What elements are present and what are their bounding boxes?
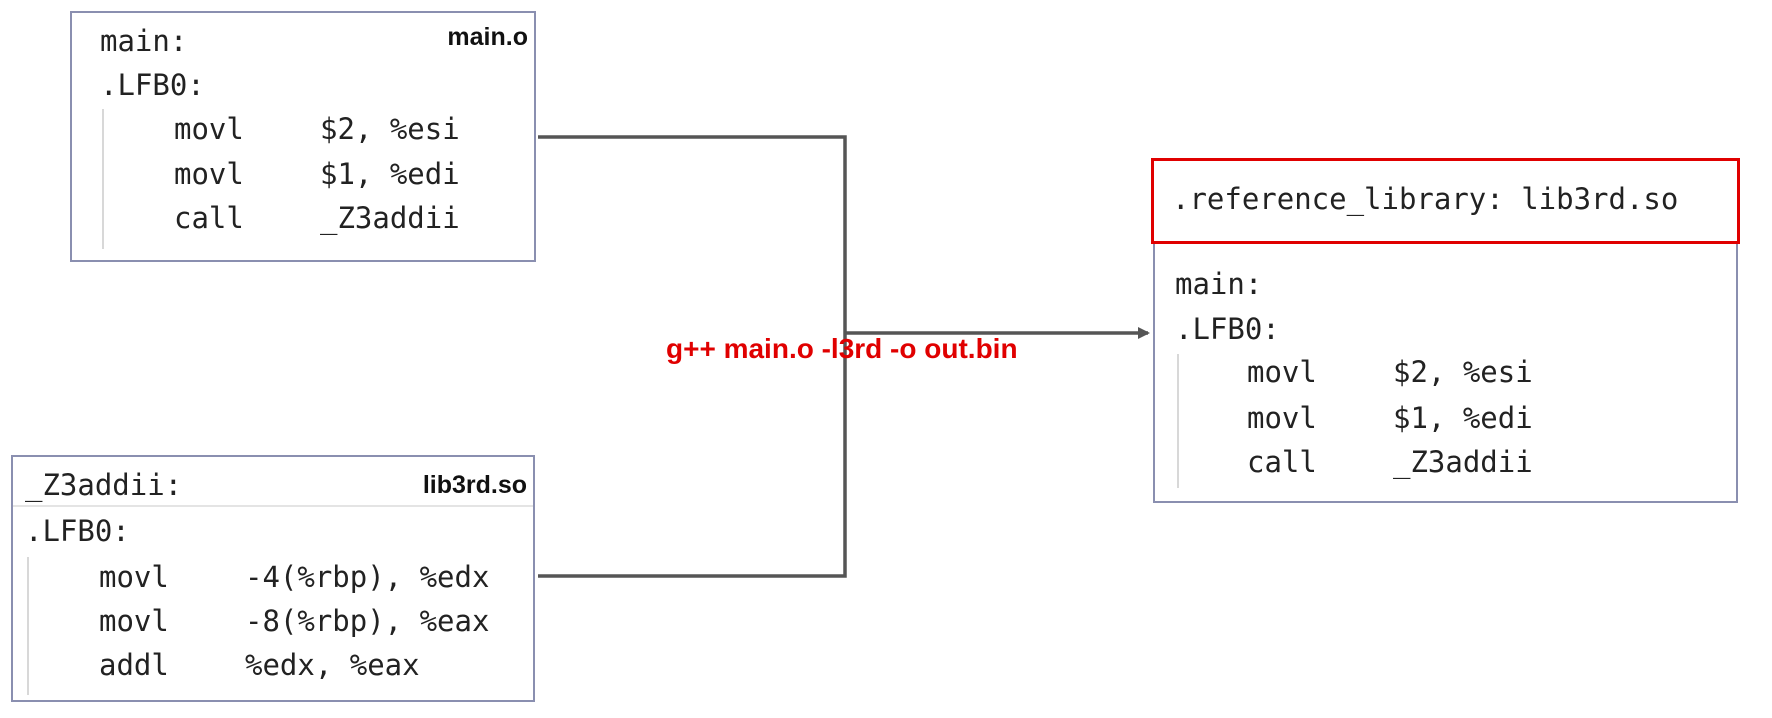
- lib3rd-op-1: movl: [99, 604, 169, 638]
- lib3rd-indent-bar: [27, 557, 29, 695]
- lib3rd-op-0: movl: [99, 560, 169, 594]
- lib3rd-args-1: -8(%rbp), %eax: [245, 604, 490, 638]
- main-o-file-label: main.o: [447, 23, 528, 51]
- output-args-2: _Z3addii: [1393, 445, 1533, 479]
- output-op-1: movl: [1247, 401, 1317, 435]
- output-indent-bar: [1177, 354, 1179, 488]
- main-o-args-1: $1, %edi: [320, 157, 460, 191]
- output-label-lfb0: .LFB0:: [1175, 312, 1280, 346]
- lib3rd-header-divider: [13, 505, 533, 507]
- lib3rd-label-lfb0: .LFB0:: [25, 514, 130, 548]
- main-o-box: main.o main: .LFB0: movl $2, %esi movl $…: [70, 11, 536, 262]
- link-command-label: g++ main.o -l3rd -o out.bin: [666, 333, 1018, 364]
- lib3rd-args-2: %edx, %eax: [245, 648, 420, 682]
- main-o-args-2: _Z3addii: [320, 201, 460, 235]
- output-op-2: call: [1247, 445, 1317, 479]
- lib3rd-label-z3addii: _Z3addii:: [25, 468, 183, 502]
- output-label-main: main:: [1175, 267, 1263, 301]
- output-code-box: main: .LFB0: movl $2, %esi movl $1, %edi…: [1153, 244, 1738, 503]
- main-o-label-lfb0: .LFB0:: [100, 68, 205, 102]
- main-o-op-1: movl: [174, 157, 244, 191]
- main-o-label-main: main:: [100, 24, 188, 58]
- lib3rd-box: lib3rd.so _Z3addii: .LFB0: movl -4(%rbp)…: [11, 455, 535, 702]
- main-o-indent-bar: [102, 109, 104, 249]
- output-op-0: movl: [1247, 355, 1317, 389]
- output-reference-box: .reference_library: lib3rd.so: [1151, 158, 1740, 244]
- lib3rd-args-0: -4(%rbp), %edx: [245, 560, 490, 594]
- main-o-args-0: $2, %esi: [320, 112, 460, 146]
- connector-from-main-o: [538, 135, 847, 578]
- output-args-0: $2, %esi: [1393, 355, 1533, 389]
- lib3rd-file-label: lib3rd.so: [422, 471, 527, 499]
- output-args-1: $1, %edi: [1393, 401, 1533, 435]
- main-o-op-2: call: [174, 201, 244, 235]
- lib3rd-op-2: addl: [99, 648, 169, 682]
- output-reference-text: .reference_library: lib3rd.so: [1172, 182, 1679, 216]
- main-o-op-0: movl: [174, 112, 244, 146]
